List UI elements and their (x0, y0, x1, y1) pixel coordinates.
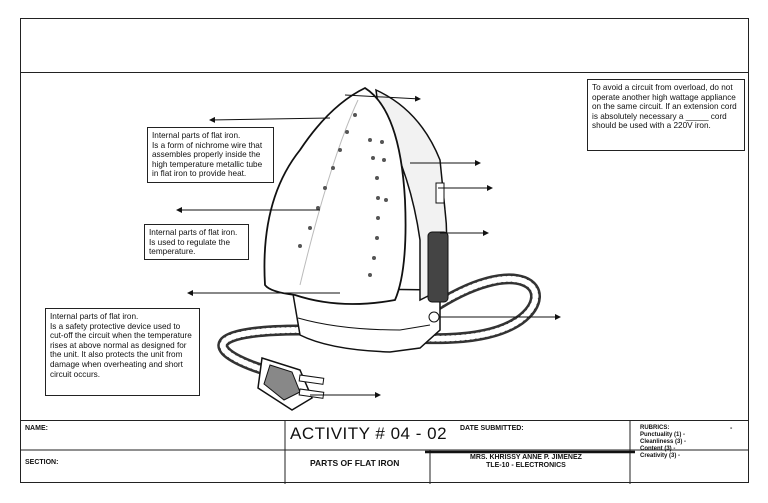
topic-title: PARTS OF FLAT IRON (310, 458, 400, 468)
note-circuit-overload: To avoid a circuit from overload, do not… (587, 79, 745, 151)
activity-title: ACTIVITY # 04 - 02 (290, 424, 448, 443)
name-label: NAME: (25, 425, 48, 432)
date-submitted-label: DATE SUBMITTED: (460, 425, 524, 432)
label-arrows (176, 94, 561, 398)
note-heating-element-text: Internal parts of flat iron. Is a form o… (152, 131, 263, 179)
section-label: SECTION: (25, 459, 59, 466)
rubrics-block: RUBRICS: Punctuality (1) - Cleanliness (… (640, 425, 686, 460)
note-heating-element: Internal parts of flat iron. Is a form o… (147, 127, 274, 183)
note-circuit-overload-text: To avoid a circuit from overload, do not… (592, 83, 737, 131)
footer-table: NAME: SECTION: ACTIVITY # 04 - 02 PARTS … (20, 420, 749, 484)
teacher-name: MRS. KHRISSY ANNE P. JIMENEZ (470, 454, 582, 461)
rubric-item: Content (3) - (640, 446, 676, 452)
note-thermostat-text: Internal parts of flat iron. Is used to … (149, 228, 238, 257)
note-thermostat: Internal parts of flat iron. Is used to … (144, 224, 249, 260)
header-blank-area (20, 18, 749, 73)
rubric-item: Creativity (3) - (640, 453, 681, 459)
rubric-item: Punctuality (1) - (640, 432, 686, 438)
steam-holes (298, 113, 388, 277)
note-thermal-fuse: Internal parts of flat iron. Is a safety… (45, 308, 200, 396)
note-thermal-fuse-text: Internal parts of flat iron. Is a safety… (50, 312, 192, 379)
iron-body (263, 86, 449, 353)
rubric-dash: - (730, 425, 733, 432)
worksheet-border (20, 18, 749, 483)
rubrics-label: RUBRICS: (640, 425, 670, 431)
iron-soleplate (263, 86, 407, 305)
subject-name: TLE-10 - ELECTRONICS (486, 462, 566, 469)
rubric-item: Cleanliness (3) - (640, 439, 687, 445)
footer-grid (20, 421, 749, 484)
iron-plug (257, 357, 325, 411)
teacher-block: MRS. KHRISSY ANNE P. JIMENEZ TLE-10 - EL… (470, 454, 582, 470)
